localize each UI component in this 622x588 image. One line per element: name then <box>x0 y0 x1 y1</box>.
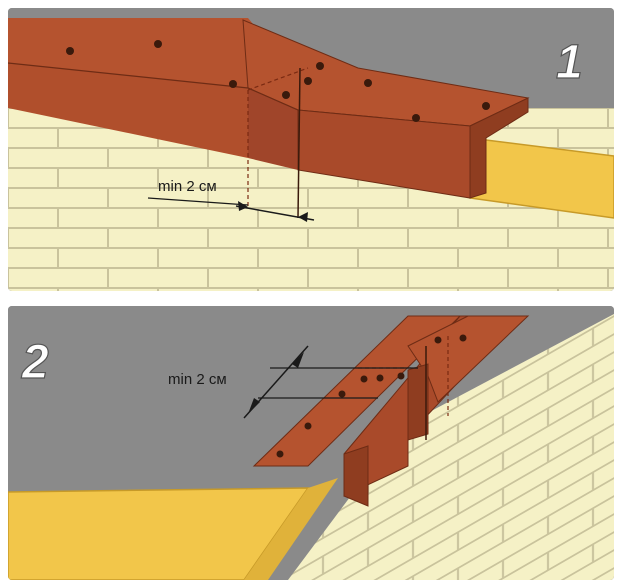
seam-line <box>297 67 301 219</box>
step-1-illustration: min 2 см 1 <box>8 8 614 291</box>
dimension-label: min 2 см <box>158 178 217 195</box>
dimension-label: min 2 см <box>168 371 227 388</box>
dimension-arrow-top <box>292 352 304 368</box>
dimension-arrow-left <box>238 201 248 211</box>
step-number: 1 <box>556 36 583 89</box>
fastener-holes <box>66 40 490 122</box>
step-2-illustration: min 2 см 2 <box>8 306 614 580</box>
dimension-arrow-right <box>298 212 308 222</box>
step-2-panel: min 2 см 2 <box>8 306 614 580</box>
left-flashing-face <box>8 63 248 158</box>
left-flashing-face-end <box>248 88 298 170</box>
step-number: 2 <box>21 336 49 389</box>
right-flashing-edge <box>469 97 529 199</box>
dimension-leader <box>147 197 249 206</box>
fastener-holes <box>276 334 467 458</box>
underlay-strip <box>8 487 310 580</box>
brick-wall <box>288 314 614 580</box>
dimension-arrow-bottom <box>248 398 260 414</box>
step-1-panel: min 2 см 1 <box>8 8 614 291</box>
